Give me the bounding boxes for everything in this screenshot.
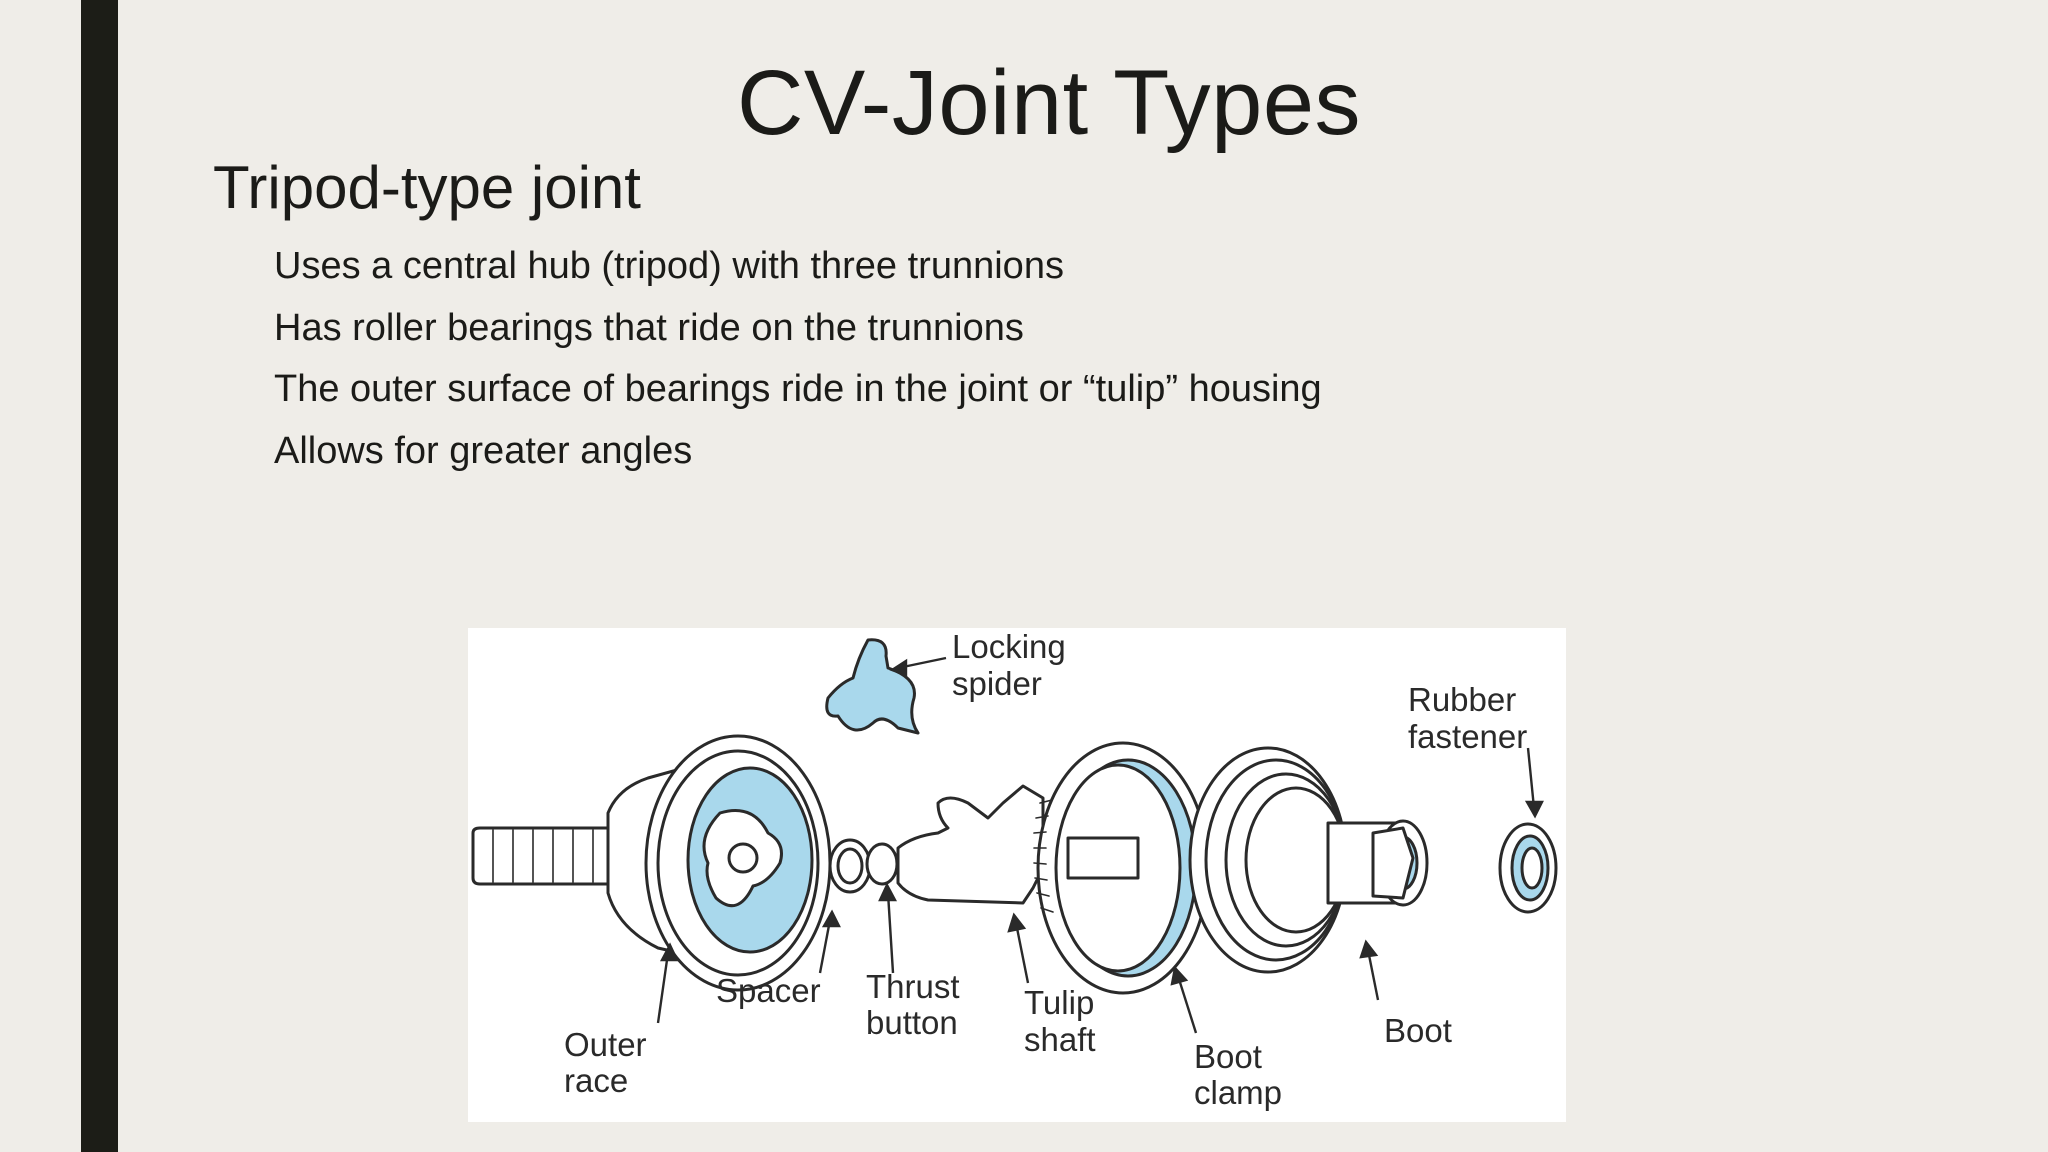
bullet-list: Uses a central hub (tripod) with three t…: [274, 236, 1322, 482]
clamp-teeth: [1033, 799, 1054, 913]
cv-joint-illustration: Locking spider Rubber fastener Spacer Th…: [471, 628, 1558, 1111]
bullet-item: Has roller bearings that ride on the tru…: [274, 306, 1024, 349]
slide-title: CV-Joint Types: [736, 52, 1362, 154]
label-locking-spider-line2: spider: [952, 665, 1042, 702]
label-rubber-fastener-line2: fastener: [1408, 718, 1527, 755]
bullet-item: Allows for greater angles: [274, 429, 693, 472]
splined-shaft: [471, 826, 615, 886]
label-boot-clamp-line1: Boot: [1194, 1038, 1262, 1075]
shaft-splines: [492, 829, 594, 883]
label-rubber-fastener-line1: Rubber: [1408, 681, 1516, 718]
tulip-shaft-part: [896, 784, 1045, 905]
label-outer-race-line1: Outer: [564, 1026, 647, 1063]
label-thrust-button-line2: button: [866, 1004, 958, 1041]
locking-spider-part: [825, 638, 920, 735]
cv-joint-diagram: Locking spider Rubber fastener Spacer Th…: [468, 628, 1566, 1122]
label-outer-race-line2: race: [564, 1062, 628, 1099]
label-thrust-button-line1: Thrust: [866, 968, 960, 1005]
label-locking-spider-line1: Locking: [952, 628, 1066, 665]
leader-arrows: [656, 656, 1544, 1034]
label-tulip-shaft-line1: Tulip: [1024, 984, 1094, 1021]
bullet-item: The outer surface of bearings ride in th…: [274, 368, 1322, 410]
bullet-item: Uses a central hub (tripod) with three t…: [274, 245, 1064, 287]
accent-bar: [81, 0, 118, 1152]
slide-subheading: Tripod-type joint: [213, 154, 641, 221]
thrust-button-part: [865, 842, 899, 886]
boot-part: [1188, 746, 1348, 974]
label-boot-clamp-line2: clamp: [1194, 1074, 1282, 1111]
label-tulip-shaft-line2: shaft: [1024, 1021, 1096, 1058]
label-boot: Boot: [1384, 1012, 1452, 1049]
label-spacer: Spacer: [716, 972, 821, 1009]
